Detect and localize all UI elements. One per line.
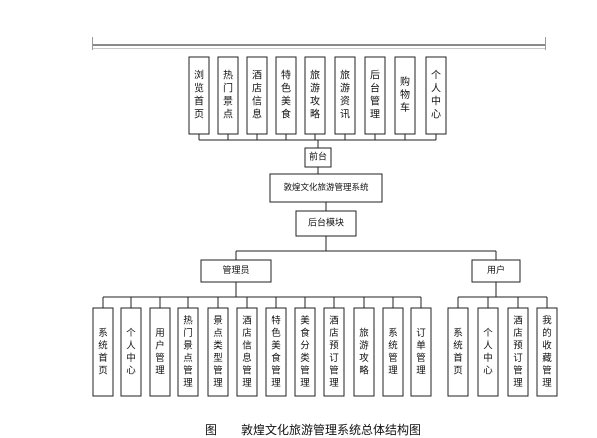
- admin-module-1-box: [92, 307, 114, 397]
- front-module-4-label: 特色美食: [281, 70, 291, 121]
- front-desk-label: 前台: [309, 151, 327, 163]
- admin-label: 管理员: [222, 264, 249, 276]
- front-module-9-box: [425, 56, 447, 135]
- user-module-4-label: 我的收藏管理: [542, 315, 552, 389]
- admin-module-7-label: 特色美食管理: [271, 314, 281, 389]
- figure-caption: 图 敦煌文化旅游管理系统总体结构图: [205, 423, 422, 437]
- front-module-5-box: [304, 56, 326, 135]
- front-module-2-box: [217, 56, 239, 135]
- user-module-1-box: [447, 307, 469, 397]
- backend-box: [295, 210, 357, 237]
- admin-module-3-label: 用户管理: [155, 328, 165, 377]
- page-corner-mark-right: [545, 37, 546, 50]
- user-module-2-box: [477, 307, 499, 397]
- front-module-3-label: 酒店信息: [252, 70, 262, 121]
- admin-module-7-box: [265, 307, 287, 397]
- admin-module-10-box: [353, 307, 375, 397]
- admin-module-10-label: 旅游攻略: [359, 327, 369, 377]
- front-module-1-box: [188, 56, 210, 135]
- front-module-4-box: [275, 56, 297, 135]
- user-module-4-box: [536, 307, 558, 397]
- admin-module-12-box: [410, 307, 432, 397]
- admin-module-8-box: [294, 307, 316, 397]
- front-module-7-label: 后台管理: [370, 70, 380, 121]
- admin-module-4-box: [177, 307, 199, 397]
- user-module-3-box: [507, 307, 529, 397]
- user-label: 用户: [487, 264, 505, 276]
- front-module-5-label: 旅游攻略: [310, 69, 320, 121]
- page-corner-mark-left: [92, 37, 93, 50]
- admin-module-2-box: [120, 307, 142, 397]
- admin-module-11-box: [382, 307, 404, 397]
- admin-module-6-label: 酒店信息管理: [242, 315, 252, 389]
- admin-module-5-box: [207, 307, 229, 397]
- system-title-label: 敦煌文化旅游管理系统: [283, 182, 369, 193]
- admin-module-2-label: 个人中心: [126, 328, 136, 377]
- front-module-3-box: [246, 56, 268, 135]
- admin-module-6-box: [236, 307, 258, 397]
- admin-module-4-label: 热门景点管理: [183, 314, 193, 389]
- page-top-border: [92, 44, 546, 46]
- admin-module-3-box: [149, 307, 171, 397]
- admin-module-9-label: 酒店预订管理: [329, 315, 339, 389]
- diagram-canvas: 浏览首页热门景点酒店信息特色美食旅游攻略旅游资讯后台管理购物车个人中心前台敦煌文…: [92, 37, 558, 437]
- front-module-1-label: 浏览首页: [194, 69, 204, 121]
- backend-label: 后台模块: [308, 217, 344, 229]
- admin-module-5-label: 景点类型管理: [213, 315, 223, 389]
- front-module-8-label: 购物车: [400, 75, 410, 114]
- user-module-1-label: 系统首页: [453, 328, 463, 377]
- admin-module-11-label: 系统管理: [388, 328, 398, 377]
- front-module-6-label: 旅游资讯: [340, 69, 350, 121]
- front-module-6-box: [334, 56, 356, 135]
- front-module-7-box: [364, 56, 386, 135]
- admin-module-12-label: 订单管理: [416, 328, 426, 377]
- front-module-2-label: 热门景点: [223, 69, 233, 121]
- admin-module-9-box: [323, 307, 345, 397]
- structure-diagram: 浏览首页热门景点酒店信息特色美食旅游攻略旅游资讯后台管理购物车个人中心前台敦煌文…: [92, 56, 558, 397]
- page-top-border-inner: [92, 48, 546, 49]
- admin-module-1-label: 系统首页: [98, 328, 108, 377]
- user-module-2-label: 个人中心: [483, 328, 493, 377]
- user-module-3-label: 酒店预订管理: [513, 315, 523, 389]
- front-module-9-label: 个人中心: [431, 70, 441, 121]
- admin-module-8-label: 美食分类管理: [300, 314, 310, 389]
- system-title-box: [269, 173, 383, 203]
